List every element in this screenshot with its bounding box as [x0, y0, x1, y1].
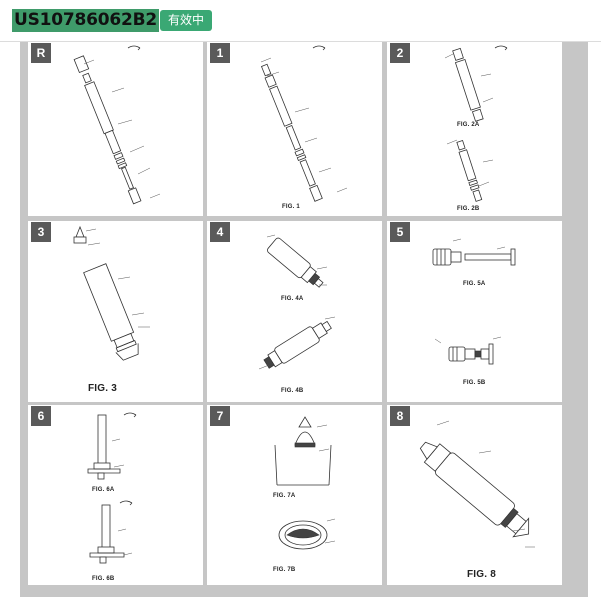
thumbnail-index-badge: 3: [31, 222, 51, 242]
drawing-image: [274, 416, 336, 550]
drawing-thumbnail-2[interactable]: 2 FIG. 2A FIG. 2B: [387, 42, 562, 216]
figure-caption: FIG. 8: [467, 569, 496, 580]
figure-caption: FIG. 2A: [457, 122, 480, 128]
drawing-image: [432, 238, 516, 365]
drawing-thumbnail-r[interactable]: R: [28, 42, 203, 216]
figure-caption: FIG. 5B: [463, 380, 486, 386]
thumbnail-index-badge: R: [31, 43, 51, 63]
thumbnail-index-badge: 1: [210, 43, 230, 63]
figure-caption: FIG. 7A: [273, 493, 296, 499]
drawing-thumbnail-3[interactable]: 3 FIG. 3: [28, 221, 203, 402]
drawing-thumbnail-6[interactable]: 6 FIG. 6A FIG. 6B: [28, 405, 203, 585]
drawing-image: [444, 45, 508, 202]
thumbnail-index-badge: 8: [390, 406, 410, 426]
figure-caption: FIG. 7B: [273, 567, 296, 573]
thumbnail-index-badge: 6: [31, 406, 51, 426]
patent-number: US10786062B2: [12, 9, 160, 32]
figure-caption: FIG. 4B: [281, 388, 304, 394]
drawing-thumbnail-8[interactable]: 8 FIG. 8: [387, 405, 562, 585]
thumbnail-index-badge: 4: [210, 222, 230, 242]
figure-caption: FIG. 6B: [92, 576, 115, 582]
thumbnail-index-badge: 5: [390, 222, 410, 242]
drawing-image: [87, 412, 137, 564]
drawing-image: [73, 225, 150, 361]
drawings-gallery: R 1: [20, 42, 588, 597]
drawing-image: [258, 234, 336, 370]
figure-caption: FIG. 1: [282, 204, 300, 210]
figure-caption: FIG. 6A: [92, 487, 115, 493]
figure-caption: FIG. 5A: [463, 281, 486, 287]
drawing-image: [419, 420, 535, 548]
drawing-image: [73, 45, 161, 205]
figure-caption: FIG. 2B: [457, 206, 480, 212]
drawing-thumbnail-7[interactable]: 7 FIG. 7A FIG. 7B: [207, 405, 382, 585]
figure-caption: FIG. 4A: [281, 296, 304, 302]
drawing-thumbnail-4[interactable]: 4 FIG. 4A FIG. 4B: [207, 221, 382, 402]
drawing-image: [260, 45, 348, 202]
drawing-thumbnail-5[interactable]: 5 FIG. 5A FIG. 5B: [387, 221, 562, 402]
thumbnail-index-badge: 7: [210, 406, 230, 426]
status-badge: 有效中: [160, 10, 213, 31]
drawing-thumbnail-1[interactable]: 1 FIG. 1: [207, 42, 382, 216]
page-header: US10786062B2 有效中: [0, 0, 601, 42]
figure-caption: FIG. 3: [88, 383, 117, 394]
thumbnail-index-badge: 2: [390, 43, 410, 63]
